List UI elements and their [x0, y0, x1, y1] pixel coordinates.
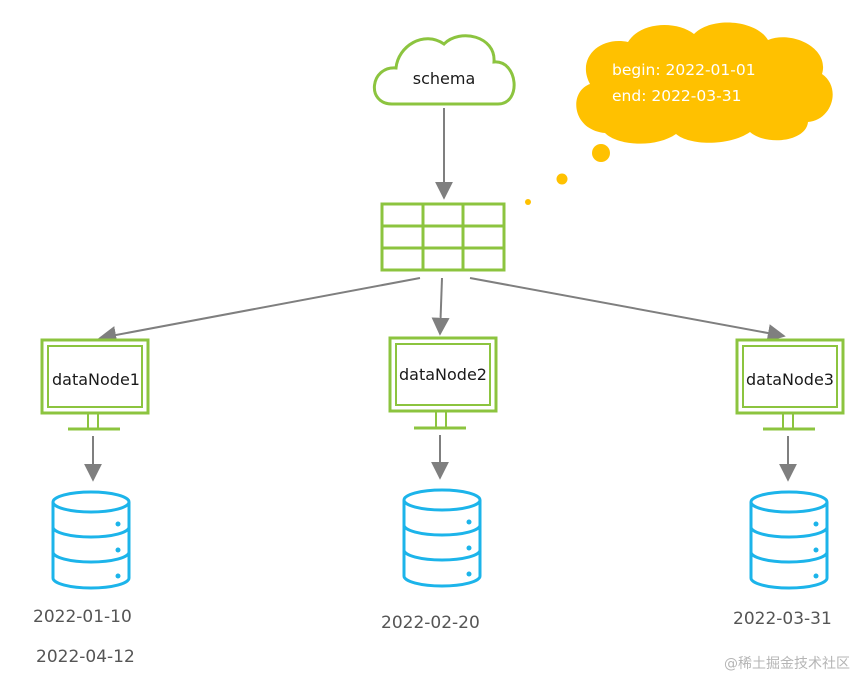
thought-dot-large	[592, 144, 610, 162]
bubble-end-text: end: 2022-03-31	[612, 87, 741, 105]
node1-date-2: 2022-04-12	[36, 647, 135, 667]
watermark-text: @稀土掘金技术社区	[724, 656, 850, 672]
datanode1-monitor-icon: dataNode1	[40, 338, 150, 431]
node3-date-1: 2022-03-31	[733, 609, 832, 629]
thought-dot-small	[525, 199, 531, 205]
arrow-table-to-node1	[98, 277, 421, 344]
arrow-table-to-node2	[431, 277, 450, 336]
thought-dot-medium	[556, 173, 568, 185]
database1-icon	[51, 490, 131, 590]
datanode2-monitor-icon: dataNode2	[388, 336, 498, 430]
datanode3-label: dataNode3	[746, 370, 834, 389]
database2-icon	[402, 488, 482, 588]
date-range-bubble: begin: 2022-01-01 end: 2022-03-31	[525, 22, 833, 205]
node1-date-1: 2022-01-10	[33, 607, 132, 627]
arrow-table-to-node3	[469, 277, 786, 342]
database3-icon	[749, 490, 829, 590]
bubble-begin-text: begin: 2022-01-01	[612, 61, 756, 79]
schema-cloud: schema	[373, 34, 516, 106]
datanode1-label: dataNode1	[52, 370, 140, 389]
table-icon	[380, 202, 506, 272]
datanode2-label: dataNode2	[399, 365, 487, 384]
schema-label: schema	[413, 69, 476, 88]
datanode3-monitor-icon: dataNode3	[735, 338, 845, 431]
node2-date-1: 2022-02-20	[381, 613, 480, 633]
